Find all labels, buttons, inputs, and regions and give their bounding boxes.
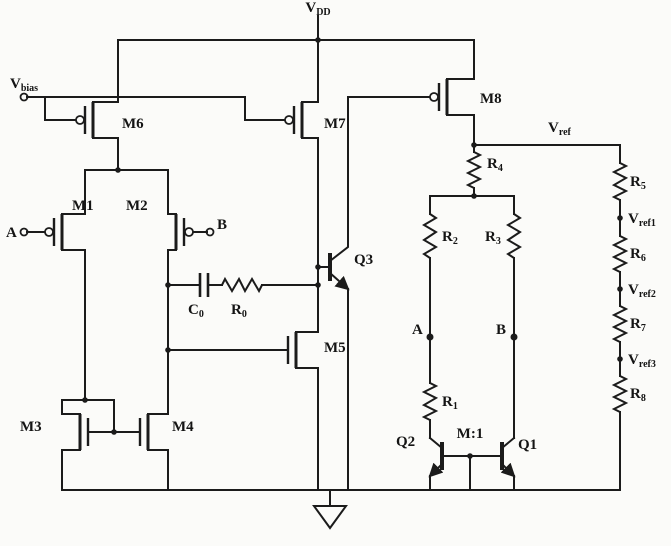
node-b-label: B xyxy=(496,322,506,338)
junction-dot xyxy=(165,282,171,288)
r0-label: R0 xyxy=(231,302,247,320)
transistor-m2-pmos xyxy=(174,214,194,250)
mirror-ratio-label: M:1 xyxy=(457,426,484,442)
vbias-terminal-icon xyxy=(19,92,29,102)
m2-gate-bubble-icon xyxy=(184,227,194,237)
resistor-r5-zigzag xyxy=(611,162,629,201)
q3-label: Q3 xyxy=(354,252,373,268)
q2-emitter-arrow-icon xyxy=(428,462,444,478)
r7-label: R7 xyxy=(630,316,646,334)
resistor-r0-zigzag xyxy=(221,276,263,294)
input-a-terminal-icon xyxy=(19,227,29,237)
m8-gate-bubble-icon xyxy=(429,92,439,102)
junction-dots xyxy=(82,37,623,459)
m8-label: M8 xyxy=(480,91,502,107)
resistor-r7-zigzag xyxy=(611,305,629,343)
m7-label: M7 xyxy=(324,116,346,132)
q3-emitter-arrow-icon xyxy=(328,271,350,291)
junction-dot xyxy=(315,264,321,270)
r2-label: R2 xyxy=(442,229,458,247)
m6-label: M6 xyxy=(122,116,144,132)
transistor-m5-nmos xyxy=(286,332,298,368)
resistor-r6-zigzag xyxy=(611,235,629,273)
transistor-q2-npn xyxy=(428,442,444,478)
r5-label: R5 xyxy=(630,174,646,192)
vbias-label: Vbias xyxy=(10,76,38,94)
transistor-q1-npn xyxy=(500,442,516,478)
transistor-m7-pmos xyxy=(284,102,304,138)
q2-label: Q2 xyxy=(396,434,415,450)
m1-gate-bubble-icon xyxy=(44,227,54,237)
c0-label: C0 xyxy=(188,302,204,320)
node-b-dot xyxy=(510,333,518,341)
transistor-m6-pmos xyxy=(75,102,95,138)
junction-dot xyxy=(617,286,623,292)
resistor-r2-zigzag xyxy=(422,213,438,259)
r4-label: R4 xyxy=(487,156,503,174)
m7-gate-bubble-icon xyxy=(284,115,294,125)
junction-dot xyxy=(617,215,623,221)
vref3-label: Vref3 xyxy=(628,352,656,370)
junction-dot xyxy=(617,356,623,362)
junction-dot xyxy=(467,453,473,459)
m3-label: M3 xyxy=(20,419,42,435)
vdd-label: VDD xyxy=(305,0,330,18)
q1-label: Q1 xyxy=(518,437,537,453)
capacitor-c0 xyxy=(198,273,210,297)
r8-label: R8 xyxy=(630,386,646,404)
junction-dot xyxy=(471,142,477,148)
m6-gate-bubble-icon xyxy=(75,115,85,125)
vref1-label: Vref1 xyxy=(628,211,656,229)
r6-label: R6 xyxy=(630,246,646,264)
transistor-m3-nmos xyxy=(78,414,90,450)
junction-dot xyxy=(111,429,117,435)
transistor-q3-npn xyxy=(328,253,350,291)
resistor-r1-zigzag xyxy=(421,382,439,421)
ground-symbol-icon xyxy=(312,505,348,530)
junction-dot xyxy=(471,193,477,199)
transistor-m1-pmos xyxy=(44,214,64,250)
m2-label: M2 xyxy=(126,198,148,214)
junction-dot xyxy=(315,282,321,288)
m1-label: M1 xyxy=(72,198,94,214)
resistor-r3-zigzag xyxy=(506,213,522,259)
junction-dot xyxy=(315,37,321,43)
transistor-m8-pmos xyxy=(429,79,449,115)
input-a-label: A xyxy=(6,225,17,241)
node-a-dot xyxy=(426,333,434,341)
input-b-terminal-icon xyxy=(205,227,215,237)
junction-dot xyxy=(165,347,171,353)
r1-label: R1 xyxy=(442,394,458,412)
vref2-label: Vref2 xyxy=(628,282,656,300)
resistor-r4-zigzag xyxy=(465,151,483,189)
resistor-r8-zigzag xyxy=(611,375,629,413)
input-b-label: B xyxy=(217,217,227,233)
transistor-m4-nmos xyxy=(138,414,150,450)
r3-label: R3 xyxy=(485,229,501,247)
vref-label: Vref xyxy=(548,120,572,138)
m5-label: M5 xyxy=(324,340,346,356)
junction-dot xyxy=(82,397,88,403)
q1-emitter-arrow-icon xyxy=(500,462,516,478)
m4-label: M4 xyxy=(172,419,194,435)
junction-dot xyxy=(115,167,121,173)
node-a-label: A xyxy=(412,322,423,338)
